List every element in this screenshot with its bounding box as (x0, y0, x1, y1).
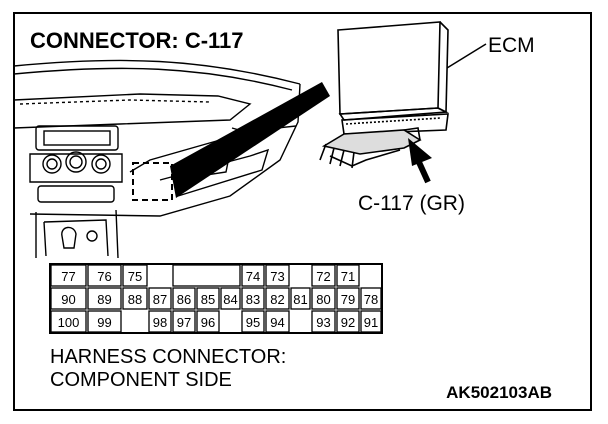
pin-number: 92 (341, 315, 355, 330)
pin-number: 98 (153, 315, 167, 330)
caption-line-1: HARNESS CONNECTOR: (50, 346, 286, 368)
pin-number: 86 (177, 292, 191, 307)
pin-cell (148, 287, 172, 310)
pin-cell (172, 287, 196, 310)
pin-number: 84 (223, 292, 237, 307)
pin-cell (122, 287, 148, 310)
ecm-location-marker (132, 162, 173, 201)
dashboard-illustration (13, 59, 301, 259)
connector-arrow (408, 138, 432, 184)
pin-cell (311, 264, 336, 287)
pin-number: 90 (61, 292, 75, 307)
pin-number: 93 (316, 315, 330, 330)
figure-code: AK502103AB (446, 383, 552, 402)
pin-cell (220, 287, 241, 310)
pin-cell (265, 264, 290, 287)
connector-pin-grid: 77 76 75 74 73 72 71 90 89 88 87 86 85 84 83 82 81 80 79 78… (49, 263, 383, 334)
pin-cell (148, 310, 172, 333)
pin-cell (336, 287, 360, 310)
pin-number: 99 (97, 315, 111, 330)
connector-housing (49, 263, 383, 334)
pin-number: 87 (153, 292, 167, 307)
pin-number: 77 (61, 269, 75, 284)
pin-cell (265, 310, 290, 333)
pin-cell (50, 310, 87, 333)
pin-number: 73 (270, 269, 284, 284)
ecm-label: ECM (488, 34, 535, 57)
pin-number: 78 (364, 292, 378, 307)
pin-cell (265, 287, 290, 310)
pin-cell (172, 310, 196, 333)
pin-number: 95 (246, 315, 260, 330)
pin-number: 94 (270, 315, 284, 330)
pin-number: 81 (293, 292, 307, 307)
pin-number: 72 (316, 269, 330, 284)
ecm-leader-line (446, 43, 487, 69)
pin-cell (196, 287, 220, 310)
pin-cell (290, 287, 311, 310)
pin-cell (311, 287, 336, 310)
pin-cell (336, 310, 360, 333)
pin-cell (360, 310, 382, 333)
pin-cell (122, 264, 148, 287)
pin-number: 80 (316, 292, 330, 307)
pin-number: 91 (364, 315, 378, 330)
pin-number: 74 (246, 269, 260, 284)
pin-number: 71 (341, 269, 355, 284)
pin-number: 100 (58, 315, 80, 330)
pin-cell (87, 310, 122, 333)
pin-cell (241, 264, 265, 287)
closed-cavity (172, 264, 241, 287)
callout-wedge (170, 82, 330, 198)
pin-number: 97 (177, 315, 191, 330)
pin-cell (241, 310, 265, 333)
pin-cell (360, 287, 382, 310)
pin-number: 83 (246, 292, 260, 307)
pin-number: 75 (128, 269, 142, 284)
caption-line-2: COMPONENT SIDE (50, 369, 232, 391)
pin-cell (336, 264, 360, 287)
pin-cell (87, 287, 122, 310)
connector-label: C-117 (GR) (358, 192, 465, 215)
ecm-unit (319, 21, 449, 169)
connector-title: CONNECTOR: C-117 (30, 28, 244, 53)
pin-number: 85 (201, 292, 215, 307)
pin-cell (311, 310, 336, 333)
pin-number: 96 (201, 315, 215, 330)
pin-number: 88 (128, 292, 142, 307)
pin-cell (241, 287, 265, 310)
pin-cell (196, 310, 220, 333)
pin-number: 82 (270, 292, 284, 307)
pin-number: 76 (97, 269, 111, 284)
pin-cell (50, 287, 87, 310)
pin-cell (87, 264, 122, 287)
pin-number: 79 (341, 292, 355, 307)
figure-frame (13, 12, 592, 411)
pin-cell (50, 264, 87, 287)
pin-number: 89 (97, 292, 111, 307)
